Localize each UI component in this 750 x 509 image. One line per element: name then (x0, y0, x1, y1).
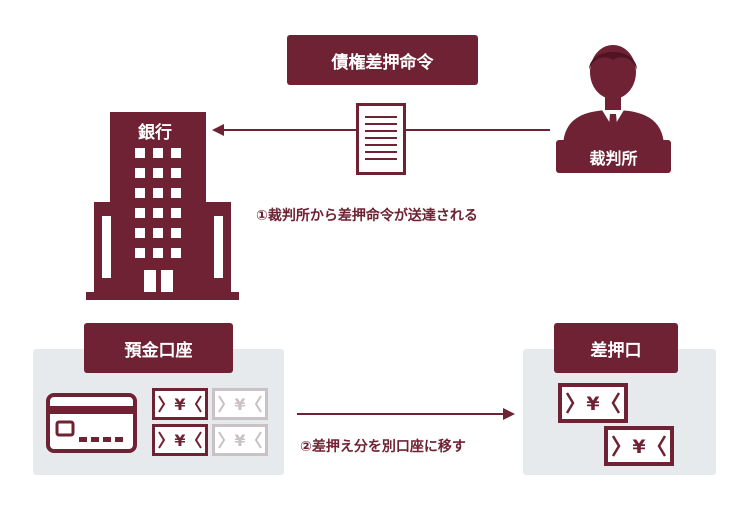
judge-person-icon (563, 45, 664, 148)
document-icon (356, 103, 406, 175)
svg-text:¥: ¥ (234, 431, 245, 450)
yen-banknote-icon: ¥ (558, 383, 628, 423)
svg-text:¥: ¥ (632, 436, 645, 458)
yen-banknote-faded-icon: ¥ (212, 388, 268, 420)
bank-building-icon (86, 112, 239, 300)
court-order-label: 債権差押命令 (287, 35, 478, 85)
yen-banknote-icon: ¥ (152, 388, 208, 420)
bank-label: 銀行 (138, 123, 172, 143)
bankcard-icon (46, 393, 137, 453)
yen-banknote-icon: ¥ (152, 424, 208, 456)
svg-text:¥: ¥ (586, 393, 599, 415)
seized-account-label: 差押口 (554, 323, 678, 373)
step1-caption: ①裁判所から差押命令が送達される (256, 208, 478, 224)
yen-banknote-faded-icon: ¥ (212, 424, 268, 456)
yen-banknote-icon: ¥ (604, 426, 674, 466)
svg-text:¥: ¥ (174, 395, 185, 414)
svg-text:¥: ¥ (174, 431, 185, 450)
step2-caption: ②差押え分を別口座に移す (300, 439, 466, 455)
court-label: 裁判所 (556, 140, 671, 173)
deposit-account-label: 預金口座 (84, 323, 233, 373)
svg-text:¥: ¥ (234, 395, 245, 414)
transfer-arrow (297, 408, 515, 420)
